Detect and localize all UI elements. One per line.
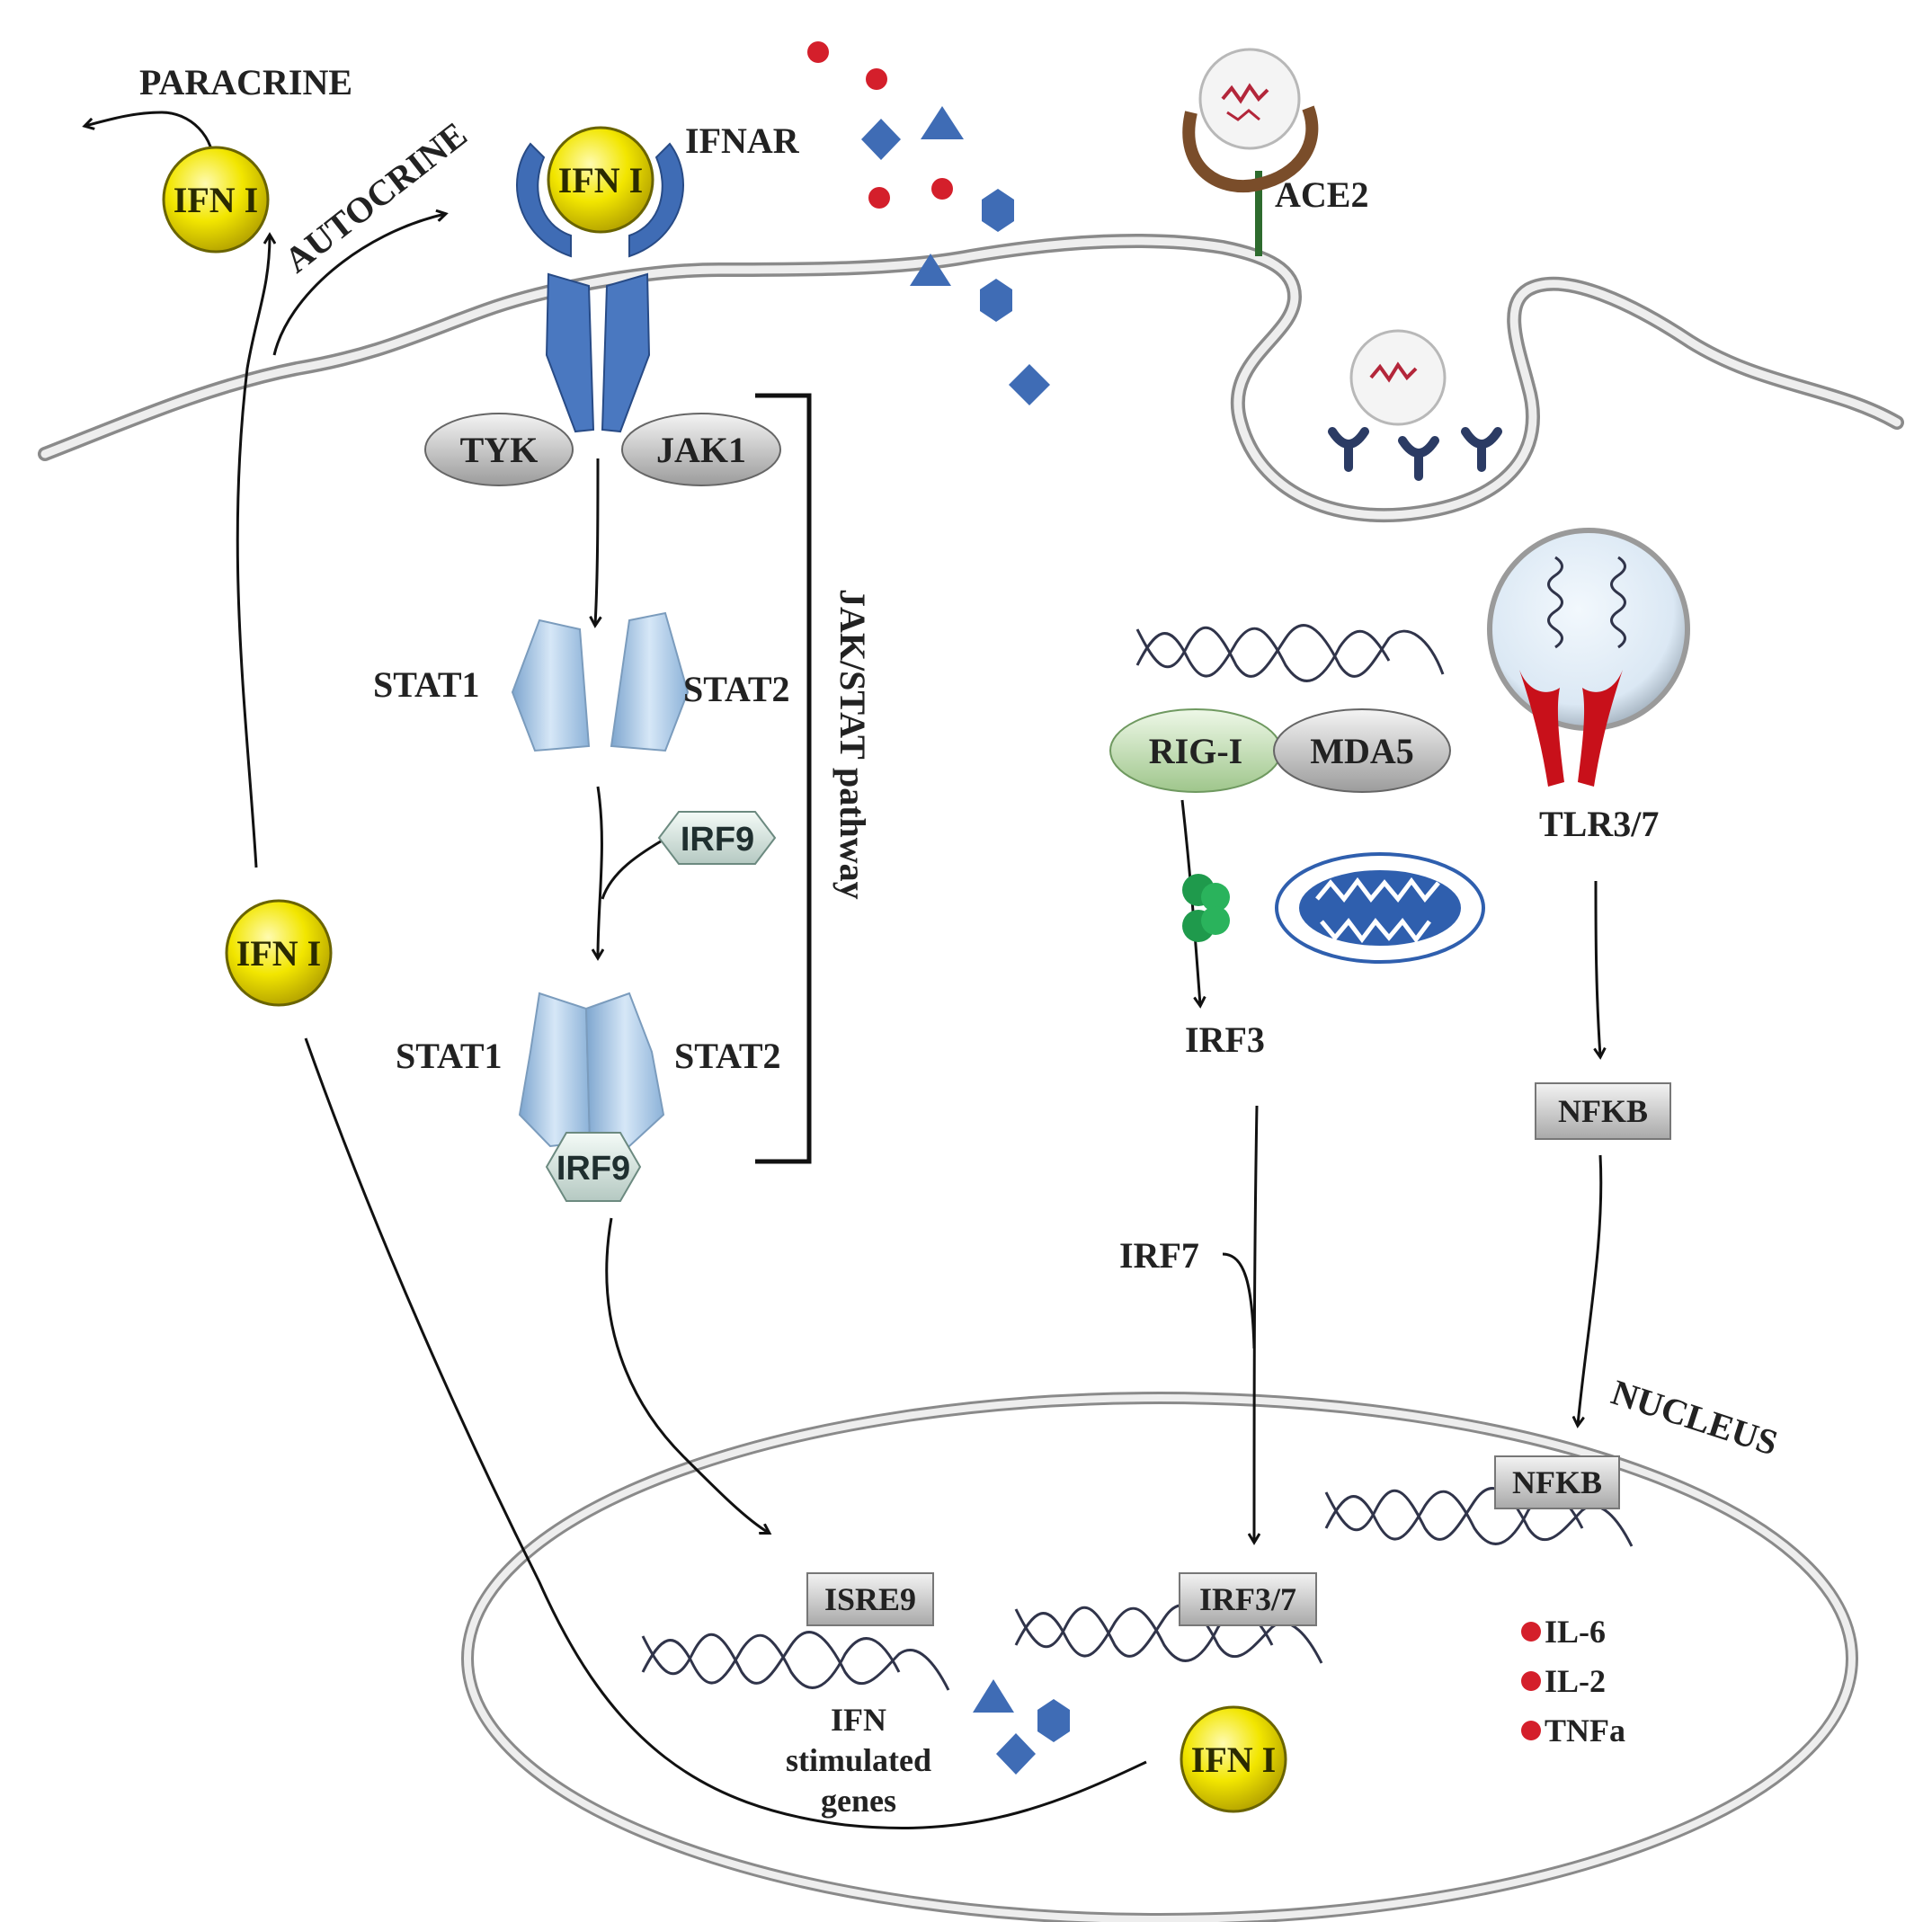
- svg-text:IRF9: IRF9: [556, 1150, 630, 1188]
- pathway-label: JAK/STAT pathway: [832, 589, 873, 900]
- ifnar-label: IFNAR: [685, 120, 800, 161]
- ifn-ball-top: IFN I: [162, 146, 270, 254]
- mavs-protein: [1182, 874, 1230, 942]
- nfkb-nucleus: NFKB: [1494, 1455, 1620, 1509]
- arrows: [85, 111, 1601, 1830]
- svg-text:IFN I: IFN I: [236, 933, 321, 974]
- rig-i-receptor: RIG-I: [1109, 708, 1282, 793]
- svg-text:IFN I: IFN I: [558, 160, 643, 200]
- svg-text:NFKB: NFKB: [1512, 1464, 1602, 1500]
- svg-text:IL-2: IL-2: [1545, 1663, 1606, 1699]
- stat-complex: IRF9: [518, 992, 665, 1202]
- irf7-label: IRF7: [1119, 1235, 1199, 1276]
- stat-monomers: [511, 611, 690, 752]
- stat1-label-b: STAT1: [396, 1036, 503, 1076]
- tlr-label: TLR3/7: [1539, 804, 1659, 844]
- cell-membrane: [38, 233, 1904, 523]
- svg-text:MDA5: MDA5: [1310, 731, 1414, 771]
- irf9-free: IRF9: [657, 811, 777, 865]
- isre9-box: ISRE9: [806, 1572, 934, 1626]
- nucleus-label: NUCLEUS: [1607, 1372, 1783, 1464]
- isg-label-line1: IFN: [831, 1702, 886, 1738]
- mda5-receptor: MDA5: [1273, 708, 1451, 793]
- nuclear-cytokines: [973, 1679, 1070, 1775]
- paracrine-label: PARACRINE: [139, 62, 352, 102]
- tyk-kinase: TYK: [424, 413, 574, 486]
- svg-text:RIG-I: RIG-I: [1149, 731, 1242, 771]
- irf3-label: IRF3: [1185, 1019, 1265, 1060]
- extracellular-cytokines: [807, 41, 1050, 405]
- svg-text:TNFa: TNFa: [1545, 1713, 1625, 1748]
- svg-text:IRF3/7: IRF3/7: [1199, 1581, 1296, 1617]
- svg-text:IL-6: IL-6: [1545, 1614, 1606, 1650]
- cytokine-list: IL-6 IL-2 TNFa: [1521, 1614, 1625, 1748]
- autocrine-label: AUTOCRINE: [277, 114, 475, 281]
- isg-label-line2: stimulated: [786, 1742, 931, 1778]
- ace2-label: ACE2: [1275, 174, 1368, 215]
- virus-endosome: [1328, 329, 1502, 481]
- ifnar-receptor: [516, 142, 684, 433]
- tlr-receptors: [1519, 670, 1623, 787]
- pathway-bracket: [755, 393, 812, 1164]
- dna-isre9: [641, 1631, 950, 1691]
- svg-text:IFN I: IFN I: [1191, 1740, 1276, 1780]
- virus-bound-ace2: [1182, 48, 1319, 256]
- nfkb-cytoplasm: NFKB: [1535, 1082, 1671, 1140]
- svg-text:IRF9: IRF9: [681, 821, 754, 859]
- svg-text:ISRE9: ISRE9: [824, 1581, 916, 1617]
- svg-text:NFKB: NFKB: [1558, 1093, 1648, 1129]
- stat1-label-a: STAT1: [373, 664, 480, 705]
- jak1-kinase: JAK1: [621, 413, 781, 486]
- isg-label-line3: genes: [821, 1783, 896, 1819]
- mitochondrion: [1275, 852, 1485, 964]
- viral-rna-helix: [1135, 624, 1445, 682]
- nucleus-envelope: [461, 1392, 1858, 1922]
- svg-text:JAK1: JAK1: [656, 430, 746, 470]
- ifn-ball-nucleus: IFN I: [1180, 1705, 1287, 1813]
- ifn-ball-receptor: IFN I: [547, 126, 654, 234]
- stat2-label-a: STAT2: [683, 669, 790, 709]
- svg-text:IFN I: IFN I: [174, 180, 258, 220]
- stat2-label-b: STAT2: [674, 1036, 781, 1076]
- svg-text:TYK: TYK: [460, 430, 539, 470]
- irf37-box: IRF3/7: [1179, 1572, 1317, 1626]
- ifn-ball-mid: IFN I: [225, 899, 333, 1007]
